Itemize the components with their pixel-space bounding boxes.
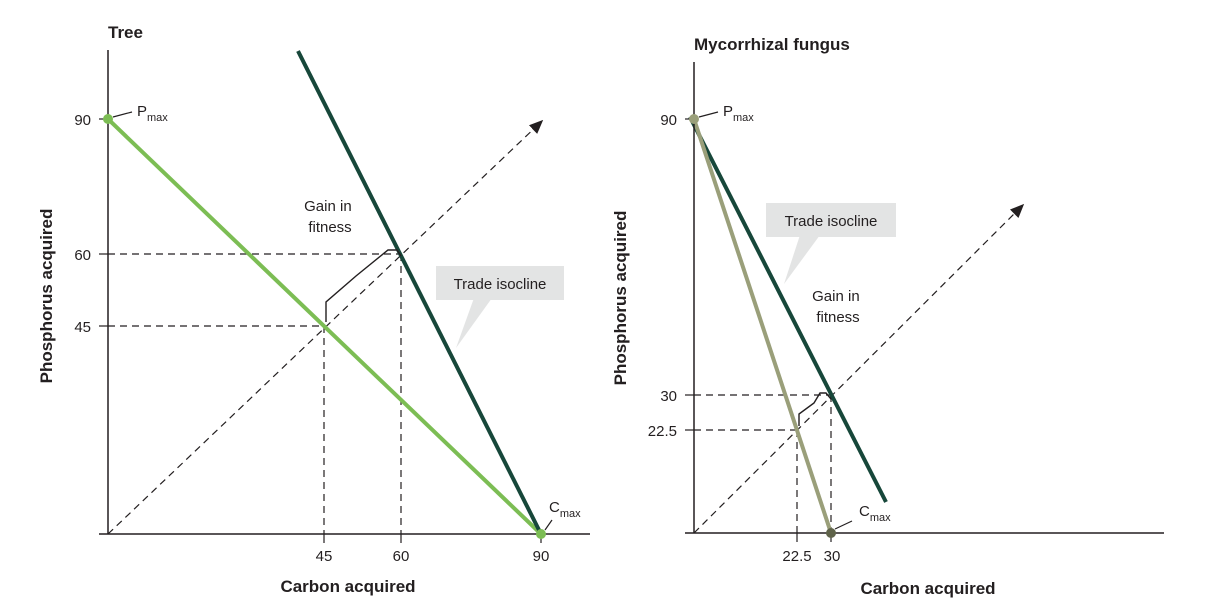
fungus-trade-isocline-line <box>688 116 888 503</box>
fungus-xtick-label-22-5: 22.5 <box>782 548 811 565</box>
fungus-pmax-label: Pmax <box>723 103 754 124</box>
tree-gain-label: Gain in fitness <box>304 198 356 236</box>
fungus-pmax-sub: max <box>733 112 754 124</box>
tree-pmax-letter: P <box>137 103 147 120</box>
tree-chart: Tree Trade isocline Gain in fitness <box>37 23 590 596</box>
fungus-pmax-point <box>689 114 699 124</box>
tree-diagonal-arrow <box>107 119 544 535</box>
fungus-y-axis-title: Phosphorus acquired <box>611 211 630 386</box>
fungus-cmax-sub: max <box>870 512 891 524</box>
fungus-ytick-label-90: 90 <box>660 112 677 129</box>
tree-pmax-label: Pmax <box>137 103 168 124</box>
tree-xtick-label-45: 45 <box>316 548 333 565</box>
tree-trade-isocline-line <box>296 50 543 535</box>
tree-xtick-label-90: 90 <box>533 548 550 565</box>
tree-pmax-leader <box>112 111 133 118</box>
fungus-pmax-letter: P <box>723 103 733 120</box>
tree-gain-bracket <box>325 249 402 322</box>
tree-trade-isocline-callout: Trade isocline <box>436 266 564 348</box>
tree-ytick-label-90: 90 <box>74 112 91 129</box>
tree-pmax-point <box>103 114 113 124</box>
tree-gain-label-line1: Gain in <box>304 198 352 215</box>
tree-callout-pointer <box>456 298 492 348</box>
fungus-x-axis-title: Carbon acquired <box>860 579 995 598</box>
fungus-trade-isocline-callout: Trade isocline <box>766 203 896 284</box>
tree-ytick-label-45: 45 <box>74 319 91 336</box>
fungus-gain-label: Gain in fitness <box>812 288 864 326</box>
fungus-callout-label: Trade isocline <box>785 213 878 230</box>
tree-pmax-sub: max <box>147 112 168 124</box>
tree-chart-title: Tree <box>108 23 143 42</box>
tree-cmax-letter: C <box>549 499 560 516</box>
fungus-olive-line <box>692 118 833 534</box>
tree-cmax-label: Cmax <box>549 499 581 520</box>
fungus-chart-title: Mycorrhizal fungus <box>694 35 850 54</box>
fungus-cmax-letter: C <box>859 503 870 520</box>
tree-xtick-label-60: 60 <box>393 548 410 565</box>
fungus-pmax-leader <box>698 111 719 118</box>
tree-cmax-sub: max <box>560 508 581 520</box>
fungus-cmax-leader <box>834 520 853 530</box>
fungus-gain-label-line2: fitness <box>816 309 859 326</box>
fungus-cmax-label: Cmax <box>859 503 891 524</box>
tree-callout-label: Trade isocline <box>454 276 547 293</box>
fungus-ytick-label-22-5: 22.5 <box>648 423 677 440</box>
tree-callout-box <box>436 266 564 300</box>
tree-y-axis-title: Phosphorus acquired <box>37 209 56 384</box>
fungus-gain-bracket <box>798 392 832 426</box>
fungus-xtick-label-30: 30 <box>824 548 841 565</box>
fungus-gain-label-line1: Gain in <box>812 288 860 305</box>
fungus-diagonal-arrow <box>693 203 1025 534</box>
fungus-cmax-point <box>826 528 836 538</box>
tree-cmax-point <box>536 529 546 539</box>
tree-cmax-leader <box>544 519 553 531</box>
tree-ytick-label-60: 60 <box>74 247 91 264</box>
fungus-chart: Mycorrhizal fungus Trade isocline Gain i… <box>611 35 1164 598</box>
fungus-ytick-label-30: 30 <box>660 388 677 405</box>
tree-x-axis-title: Carbon acquired <box>280 577 415 596</box>
fungus-callout-pointer <box>784 235 820 284</box>
tree-light-green-line <box>106 117 543 536</box>
fungus-callout-box <box>766 203 896 237</box>
tree-gain-label-line2: fitness <box>308 219 351 236</box>
